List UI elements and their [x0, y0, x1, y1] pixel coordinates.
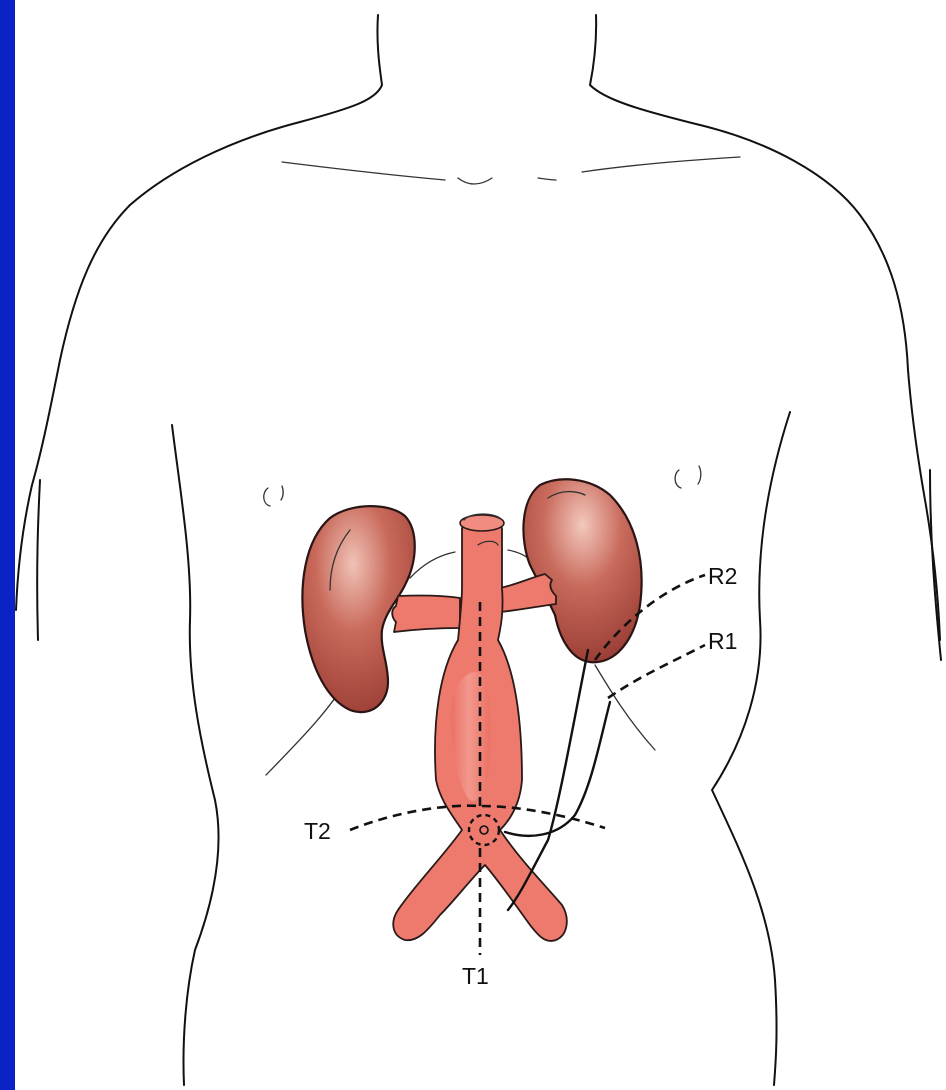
right-arm-inner-line: [712, 412, 790, 1085]
right-nipple: [675, 466, 701, 488]
label-t2: T2: [304, 818, 331, 844]
collarbone-right-line-2: [582, 157, 740, 172]
right-costal-margin-line: [595, 665, 655, 750]
left-renal-artery: [392, 595, 460, 632]
label-t1: T1: [462, 963, 489, 989]
right-kidney: [523, 479, 641, 662]
label-r2: R2: [708, 563, 737, 589]
label-r1: R1: [708, 628, 737, 654]
neck-right-line: [590, 15, 940, 640]
suprasternal-notch-line: [458, 178, 492, 184]
left-armpit-line: [37, 480, 40, 640]
left-nipple: [264, 486, 283, 506]
left-arm-inner-line: [172, 425, 218, 1085]
r1-dashed-line: [608, 645, 705, 698]
right-renal-artery: [500, 574, 556, 612]
collarbone-right-line: [538, 178, 556, 180]
collarbone-left-line: [282, 162, 445, 180]
diaphragm-left-line: [410, 552, 455, 578]
